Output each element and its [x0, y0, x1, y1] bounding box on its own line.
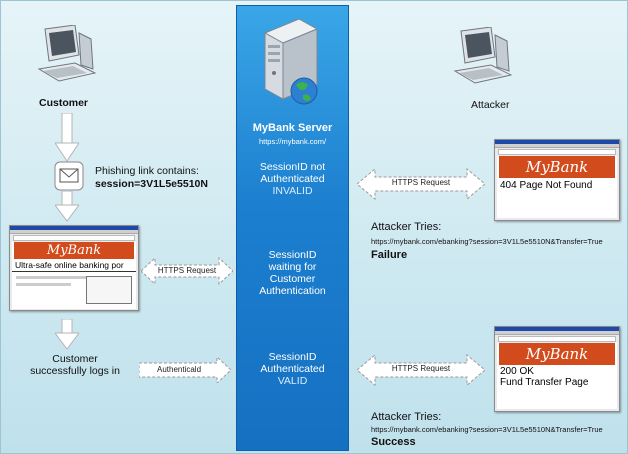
error-404-text: 404 Page Not Found [500, 180, 593, 191]
attack-url: https://mybank.com/ebanking?session=3V1L… [371, 237, 603, 246]
state-line: Customer [269, 273, 316, 285]
customer-label: Customer [39, 97, 89, 109]
phish-session: session=3V1L5e5510N [95, 178, 208, 190]
logs-line: Customer [52, 353, 98, 365]
state-line: waiting for [268, 261, 317, 273]
arrow-down [55, 319, 79, 350]
https-request-arrow [141, 256, 233, 286]
mybank-logo: MyBank [14, 242, 134, 259]
authenticated-label: Authenticald [156, 365, 202, 374]
ok-200-text: 200 OK [500, 366, 534, 377]
state-not-authenticated: SessionID not Authenticated INVALID [236, 161, 349, 197]
state-authenticated: SessionID Authenticated VALID [236, 351, 349, 387]
https-request-arrow [357, 353, 485, 387]
mybank-logo: MyBank [499, 343, 615, 365]
state-invalid: INVALID [272, 185, 313, 197]
state-line: SessionID not [259, 161, 326, 173]
server-icon [263, 18, 319, 105]
state-line: Authentication [259, 285, 326, 297]
fund-transfer-text: Fund Transfer Page [500, 377, 589, 388]
https-request-label: HTTPS Request [391, 178, 451, 187]
attack-url: https://mybank.com/ebanking?session=3V1L… [371, 425, 603, 434]
customer-browser-window: MyBank Ultra-safe online banking por [9, 225, 139, 311]
result-failure: Failure [371, 249, 408, 261]
https-request-label: HTTPS Request [391, 364, 451, 373]
server-url: https://mybank.com/ [258, 137, 327, 146]
https-request-arrow [357, 167, 485, 201]
state-line: Authenticated [260, 173, 325, 185]
customer-logs-in: Customer successfully logs in [15, 353, 135, 377]
email-icon [54, 161, 84, 191]
attacker-browser-failure: MyBank 404 Page Not Found [494, 139, 620, 221]
attacker-browser-success: MyBank 200 OK Fund Transfer Page [494, 326, 620, 412]
authenticated-arrow [139, 357, 231, 383]
mybank-logo: MyBank [499, 156, 615, 178]
state-line: SessionID [268, 249, 317, 261]
server-title: MyBank Server [252, 122, 333, 134]
arrow-down [55, 113, 79, 162]
phish-text: Phishing link contains: [95, 165, 199, 177]
state-valid: VALID [277, 375, 308, 387]
state-line: SessionID [268, 351, 317, 363]
https-request-label: HTTPS Request [157, 266, 217, 275]
attacker-tries: Attacker Tries: [371, 411, 442, 423]
state-line: Authenticated [260, 363, 325, 375]
attacker-computer-icon [453, 27, 513, 84]
result-success: Success [371, 436, 416, 448]
browser-tagline: Ultra-safe online banking por [12, 259, 136, 272]
logs-line: successfully logs in [30, 365, 120, 377]
arrow-down [55, 191, 79, 222]
state-waiting: SessionID waiting for Customer Authentic… [236, 249, 349, 297]
attacker-tries: Attacker Tries: [371, 221, 442, 233]
customer-computer-icon [37, 25, 97, 82]
attacker-label: Attacker [471, 99, 510, 111]
